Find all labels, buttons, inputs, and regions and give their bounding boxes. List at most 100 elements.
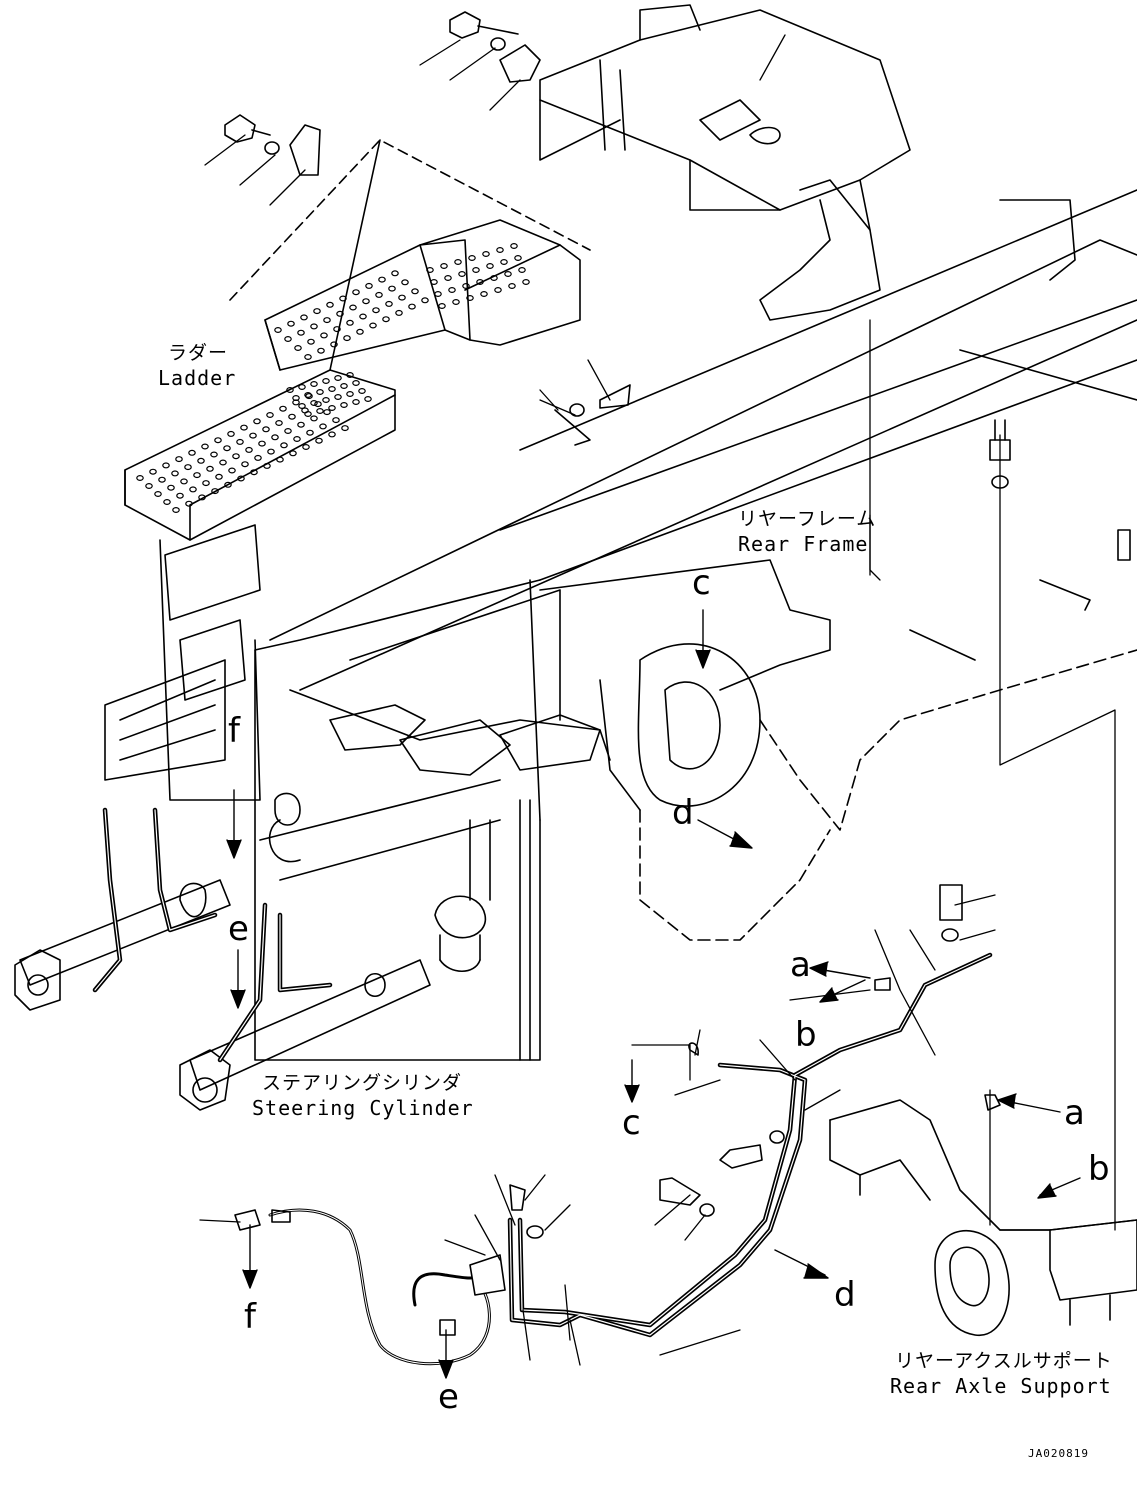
perforation-hole: [304, 411, 312, 418]
perforation-hole: [334, 375, 342, 382]
perforation-hole: [315, 437, 323, 444]
perforation-hole: [293, 436, 301, 443]
perforation-hole: [215, 473, 223, 480]
perforation-hole: [228, 467, 236, 474]
perforation-hole: [163, 499, 171, 506]
steering-cylinder-label-en: Steering Cylinder: [252, 1096, 474, 1120]
perforation-hole: [434, 291, 442, 298]
perforation-hole: [496, 247, 504, 254]
perforation-hole: [289, 450, 297, 457]
perforation-hole: [254, 454, 262, 461]
perforation-hole: [271, 434, 279, 441]
fasteners: [224, 11, 1011, 1336]
perforation-hole: [328, 405, 336, 412]
perforation-hole: [206, 465, 214, 472]
perforation-hole: [382, 316, 390, 323]
perforation-hole: [328, 431, 336, 438]
perforation-hole: [458, 271, 466, 278]
perforation-hole: [346, 372, 354, 379]
ref-d-bottom: d: [834, 1275, 856, 1315]
perforation-hole: [193, 472, 201, 479]
perforation-hole: [263, 462, 271, 469]
ref-b-right: b: [1088, 1149, 1110, 1189]
perforation-hole: [232, 453, 240, 460]
perforation-hole: [211, 488, 219, 495]
perforation-hole: [343, 335, 351, 342]
perforation-hole: [320, 332, 328, 339]
perforation-hole: [421, 297, 429, 304]
ladder-perforations: [136, 243, 530, 514]
perforation-hole: [240, 424, 248, 431]
perforation-hole: [227, 430, 235, 437]
perforation-hole: [322, 378, 330, 385]
perforation-hole: [362, 298, 370, 305]
ref-a-right: a: [1064, 1093, 1085, 1133]
ref-b-top: b: [795, 1015, 817, 1055]
perforation-hole: [171, 470, 179, 477]
rear-frame: [254, 189, 1137, 1061]
perforation-hole: [391, 270, 399, 277]
perforation-hole: [149, 468, 157, 475]
perforation-hole: [189, 486, 197, 493]
perforation-hole: [198, 494, 206, 501]
perforation-hole: [332, 417, 340, 424]
perforation-hole: [310, 323, 318, 330]
perforation-hole: [438, 303, 446, 310]
perforation-hole: [300, 314, 308, 321]
perforation-hole: [279, 405, 287, 412]
perforation-hole: [440, 263, 448, 270]
perforation-hole: [430, 279, 438, 286]
perforation-hole: [317, 347, 325, 354]
perforation-hole: [313, 308, 321, 315]
perforation-hole: [202, 480, 210, 487]
perforation-hole: [408, 303, 416, 310]
perforation-hole: [306, 429, 314, 436]
perforation-hole: [304, 392, 312, 399]
perforation-hole: [284, 428, 292, 435]
perforation-hole: [284, 336, 292, 343]
perforation-hole: [378, 276, 386, 283]
perforation-hole: [448, 287, 456, 294]
perforation-hole: [369, 322, 377, 329]
perforation-hole: [298, 384, 306, 391]
steering-cylinder-label-jp: ステアリングシリンダ: [262, 1072, 463, 1094]
perforation-hole: [175, 456, 183, 463]
perforation-hole: [310, 400, 318, 407]
perforation-hole: [398, 294, 406, 301]
rear-axle-support: [829, 1099, 1137, 1336]
perforation-hole: [322, 397, 330, 404]
tube-assembly: [507, 952, 993, 1338]
ladder: [104, 139, 591, 801]
perforation-hole: [224, 481, 232, 488]
perforation-hole: [241, 461, 249, 468]
perforation-hole: [197, 457, 205, 464]
arrows: [226, 609, 1081, 1379]
perforation-hole: [452, 299, 460, 306]
perforation-hole: [154, 491, 162, 498]
perforation-hole: [316, 389, 324, 396]
perforation-hole: [359, 313, 367, 320]
perforation-hole: [176, 492, 184, 499]
perforation-hole: [486, 263, 494, 270]
perforation-hole: [395, 309, 403, 316]
perforation-hole: [245, 446, 253, 453]
perforation-hole: [339, 295, 347, 302]
perforation-hole: [346, 319, 354, 326]
perforation-hole: [411, 288, 419, 295]
perforation-hole: [480, 291, 488, 298]
perforation-hole: [349, 304, 357, 311]
perforation-hole: [297, 421, 305, 428]
perforation-hole: [454, 259, 462, 266]
perforation-hole: [352, 399, 360, 406]
perforation-hole: [462, 283, 470, 290]
perforation-hole: [236, 438, 244, 445]
perforation-hole: [210, 451, 218, 458]
ladder-label-jp: ラダー: [168, 342, 229, 364]
perforation-hole: [334, 394, 342, 401]
perforation-hole: [219, 459, 227, 466]
perforation-hole: [336, 310, 344, 317]
perforation-hole: [333, 326, 341, 333]
perforation-hole: [307, 338, 315, 345]
perforation-hole: [494, 287, 502, 294]
perforation-hole: [352, 380, 360, 387]
